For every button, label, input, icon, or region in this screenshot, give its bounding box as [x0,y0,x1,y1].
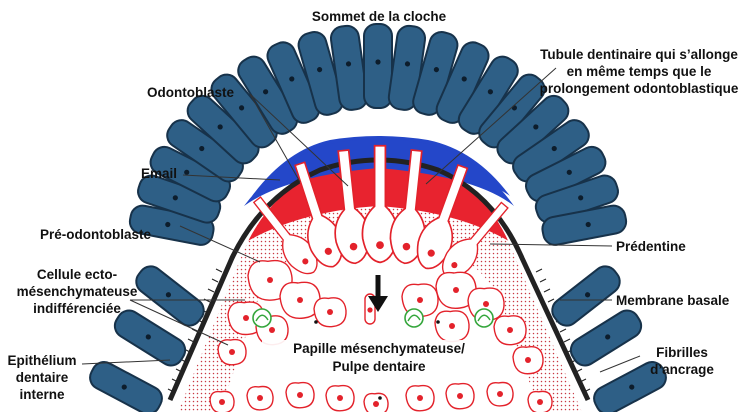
label-anchoring-fibrils: Fibrilles d’ancrage [636,344,728,378]
label-basal-membrane: Membrane basale [616,292,729,309]
pulp-cell [494,316,526,345]
undifferentiated-cell [253,309,271,327]
label-ecto-mesenchymal-cell: Cellule ecto- mésenchymateuse indifféren… [2,266,152,317]
undifferentiated-cell [475,309,493,327]
pulp-cell [247,386,273,409]
epithelial-cell [86,358,166,412]
pulp-cell [406,386,434,411]
pulp-cell [286,383,314,408]
pulp-cell [487,382,513,405]
label-dentinal-tubule: Tubule dentinaire qui s’allonge en même … [526,46,752,97]
pulp-dot [436,320,440,324]
epithelial-cell [364,24,392,108]
pulp-cell [513,347,543,374]
label-dental-pulp: Papille mésenchymateuse/ Pulpe dentaire [262,340,496,376]
label-predentine: Prédentine [616,238,686,255]
pulp-cell [326,386,354,411]
pulp-cell [435,311,469,342]
label-enamel: Email [141,165,177,182]
pulp-dot [378,396,382,400]
pulp-cell [528,391,552,412]
label-odontoblast: Odontoblaste [147,84,234,101]
label-preodontoblast: Pré-odontoblaste [40,226,151,243]
pulp-cell [364,393,388,412]
label-inner-epithelium: Epithélium dentaire interne [2,352,82,403]
pulp-cell [218,340,246,365]
pulp-dot [314,320,318,324]
pulp-cell [314,298,346,327]
pulp-cell [210,391,234,412]
label-bell-apex: Sommet de la cloche [299,8,459,25]
pulp-cell [446,384,474,409]
undifferentiated-cell [405,309,423,327]
